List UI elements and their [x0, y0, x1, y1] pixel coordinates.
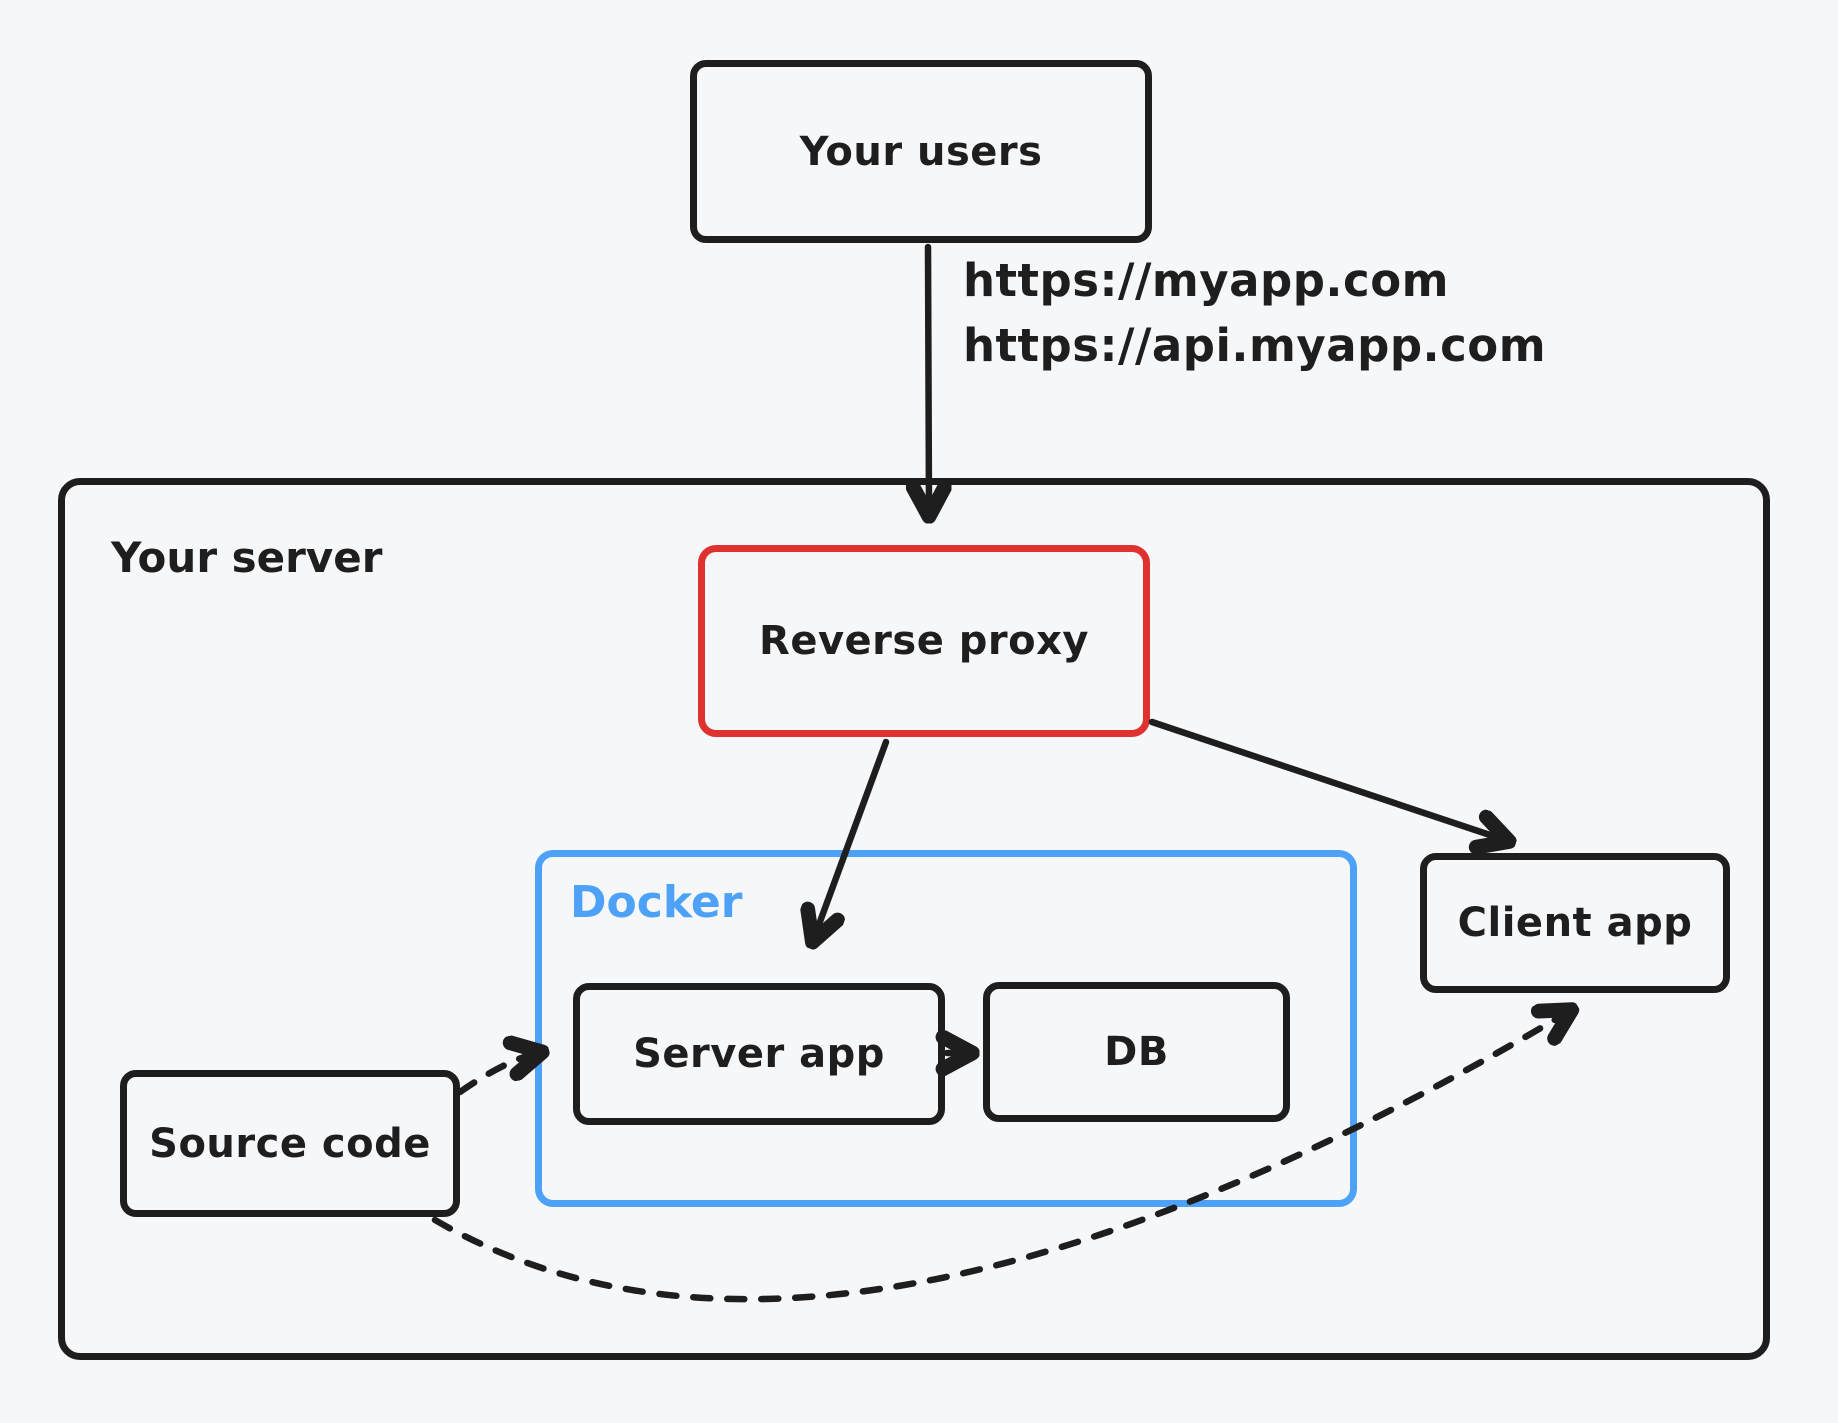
request-urls-label: https://myapp.com https://api.myapp.com [963, 248, 1546, 378]
node-db: DB [983, 982, 1290, 1122]
node-source-code: Source code [120, 1070, 460, 1217]
node-server-app-label: Server app [633, 1031, 885, 1077]
request-url-2: https://api.myapp.com [963, 319, 1547, 372]
node-reverse-proxy-label: Reverse proxy [759, 618, 1089, 664]
node-server-app: Server app [573, 983, 945, 1125]
frame-docker-label: Docker [570, 877, 743, 928]
node-your-users-label: Your users [799, 128, 1043, 175]
node-client-app: Client app [1420, 853, 1730, 993]
arrow-users-to-reverse-proxy [928, 243, 929, 512]
frame-your-server-label: Your server [111, 533, 383, 582]
node-your-users: Your users [690, 60, 1152, 243]
node-source-code-label: Source code [149, 1120, 431, 1167]
request-url-1: https://myapp.com [963, 254, 1450, 307]
node-reverse-proxy: Reverse proxy [698, 545, 1150, 737]
node-db-label: DB [1104, 1029, 1169, 1075]
node-client-app-label: Client app [1457, 900, 1693, 946]
